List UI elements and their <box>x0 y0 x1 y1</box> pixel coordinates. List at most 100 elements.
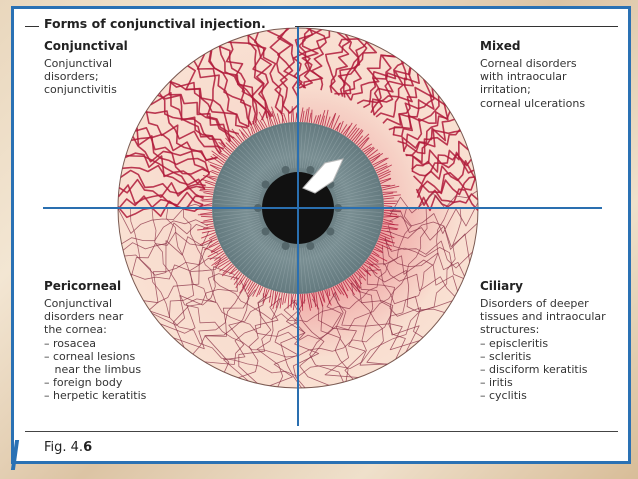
limbal-vessel <box>383 209 402 212</box>
limbal-vessel <box>240 131 246 141</box>
iris-fiber <box>235 151 269 182</box>
limbal-vessel <box>209 164 222 170</box>
figure-panel: Forms of conjunctival injection. <box>25 13 618 460</box>
limbal-vessel <box>270 290 275 307</box>
limbal-vessel <box>355 271 363 279</box>
iris-fiber <box>331 229 369 254</box>
limbal-vessel <box>200 221 214 223</box>
limbal-vessel <box>372 250 380 257</box>
pericorneal-desc-line: disorders near <box>44 310 124 324</box>
limbal-vessel <box>367 258 380 269</box>
iris-fiber <box>271 245 286 288</box>
limbal-vessel <box>290 106 293 123</box>
limbal-vessel <box>317 114 322 125</box>
limbal-vessel <box>372 157 387 166</box>
network-vessel <box>121 219 208 245</box>
limbal-vessel <box>358 137 369 148</box>
limbal-vessel <box>267 110 275 126</box>
limbal-vessel <box>376 242 392 251</box>
heading-pericorneal: Pericorneal <box>44 279 122 293</box>
limbal-vessel <box>205 223 214 226</box>
limbal-vessel <box>208 234 217 239</box>
limbal-vessel <box>380 231 395 239</box>
limbal-vessel <box>332 115 340 130</box>
network-vessel <box>173 283 247 350</box>
conjunctival-vessel <box>150 92 227 148</box>
limbal-vessel <box>198 186 215 189</box>
iris-fiber <box>337 216 381 226</box>
limbal-vessel <box>271 111 277 126</box>
limbal-vessel <box>348 127 358 139</box>
iris-fiber <box>335 177 377 194</box>
limbal-vessel <box>210 244 221 253</box>
conjunctival-vessel <box>131 136 211 174</box>
limbal-vessel <box>232 136 241 145</box>
limbal-vessel <box>200 215 213 218</box>
limbal-vessel <box>383 215 399 218</box>
limbal-vessel <box>204 181 216 187</box>
limbal-vessel <box>317 291 324 307</box>
network-vessel <box>149 257 221 311</box>
limbal-vessel <box>229 266 236 275</box>
limbal-vessel <box>351 129 363 142</box>
limbal-vessel <box>303 293 306 304</box>
iris-fiber <box>332 165 371 189</box>
limbal-vessel <box>315 115 320 125</box>
limbal-vessel <box>197 227 215 231</box>
limbal-vessel <box>258 111 268 128</box>
pericorneal-desc-line: the cornea: <box>44 323 107 337</box>
conjunctival-vessel <box>303 28 327 89</box>
iris-fiber <box>331 162 369 187</box>
limbal-vessel <box>287 109 290 123</box>
conjunctival-vessel <box>411 151 475 177</box>
limbal-vessel <box>336 284 345 296</box>
limbal-vessel <box>350 127 360 141</box>
ciliary-desc-line: – episcleritis <box>480 336 549 350</box>
conjunctival-vessel <box>373 60 408 116</box>
network-vessel <box>364 269 445 313</box>
network-vessel <box>280 299 306 388</box>
limbal-vessel <box>217 260 231 268</box>
iris-fiber <box>276 246 288 290</box>
network-vessel <box>384 238 464 279</box>
caption-prefix: Fig. 4. <box>44 440 84 455</box>
limbal-vessel <box>365 147 375 156</box>
network-vessel <box>297 299 330 386</box>
network-vessel <box>334 292 388 366</box>
limbal-vessel <box>258 286 264 296</box>
limbal-vessel <box>332 286 340 301</box>
network-vessel <box>238 297 281 379</box>
limbal-vessel <box>313 115 317 124</box>
network-vessel <box>159 273 240 334</box>
ciliary-desc-line: structures: <box>480 323 540 337</box>
iris-fiber <box>280 125 290 169</box>
conjunctival-vessel <box>277 28 294 114</box>
network-vessel <box>359 276 420 353</box>
iris-fiber <box>284 247 292 292</box>
network-vessel <box>192 279 250 355</box>
network-vessel <box>256 298 284 388</box>
conjunctival-vessel <box>416 171 477 194</box>
ciliary-desc-line: tissues and intraocular <box>480 310 606 324</box>
conjunctival-vessel <box>193 60 248 129</box>
iris-fiber <box>337 198 382 205</box>
limbal-vessel <box>225 137 236 150</box>
limbal-vessel <box>208 240 219 248</box>
limbal-vessel <box>211 246 222 254</box>
iris-fiber <box>271 128 286 171</box>
iris-fiber <box>221 224 262 243</box>
iris-fiber <box>229 158 266 185</box>
quadrant-axes <box>43 27 602 426</box>
limbal-vessel <box>214 256 228 266</box>
limbal-vessel <box>210 155 224 166</box>
limbal-vessel <box>321 290 326 303</box>
conjunctival-vessel <box>330 38 360 96</box>
limbal-vessel <box>299 107 304 123</box>
iris-fiber <box>276 126 288 170</box>
network-vessel <box>389 190 478 216</box>
conjunctival-vessel <box>227 41 267 121</box>
iris-fiber <box>216 186 260 198</box>
limbal-vessel <box>255 116 264 130</box>
limbal-vessel <box>360 137 370 150</box>
pericorneal-desc-line: – herpetic keratitis <box>44 389 147 403</box>
